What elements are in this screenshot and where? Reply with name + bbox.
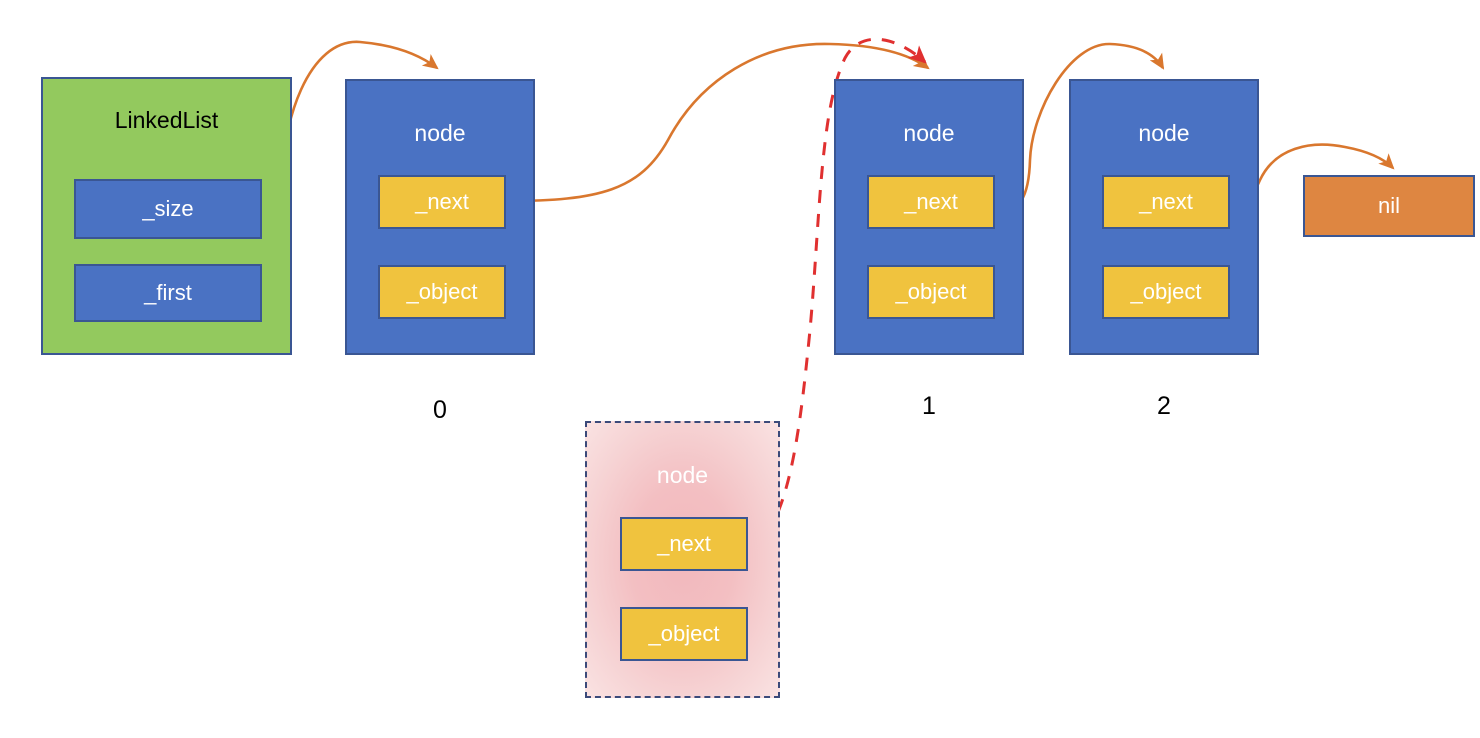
- node-1-field-object: _object: [867, 265, 995, 319]
- new-node-field-next: _next: [620, 517, 748, 571]
- node-box-1: node _next _object: [834, 79, 1024, 355]
- node-1-field-next-label: _next: [904, 189, 958, 214]
- node-box-2: node _next _object: [1069, 79, 1259, 355]
- node-2-field-next: _next: [1102, 175, 1230, 229]
- node-box-0: node _next _object: [345, 79, 535, 355]
- node-2-field-object: _object: [1102, 265, 1230, 319]
- linkedlist-field-size-label: _size: [142, 196, 194, 221]
- node-1-title: node: [903, 120, 955, 146]
- node-1-index-label: 1: [922, 392, 936, 420]
- new-node-title: node: [656, 462, 709, 488]
- linkedlist-field-first-label: _first: [144, 280, 192, 305]
- node-2-title: node: [1138, 120, 1190, 146]
- linkedlist-field-first: _first: [74, 264, 262, 322]
- linkedlist-box: LinkedList _size _first: [41, 77, 292, 355]
- nil-label: nil: [1377, 193, 1400, 218]
- node-0-field-object-label: _object: [406, 279, 478, 304]
- node-1-field-next: _next: [867, 175, 995, 229]
- node-0-field-object: _object: [378, 265, 506, 319]
- node-2-field-next-label: _next: [1139, 189, 1193, 214]
- node-0-field-next: _next: [378, 175, 506, 229]
- new-node-field-next-label: _next: [657, 531, 711, 556]
- node-0-index-label: 0: [433, 396, 447, 424]
- node-0-title: node: [414, 120, 466, 146]
- linkedlist-title: LinkedList: [114, 107, 219, 133]
- linkedlist-field-size: _size: [74, 179, 262, 239]
- node-1-field-object-label: _object: [895, 279, 967, 304]
- node-2-field-object-label: _object: [1130, 279, 1202, 304]
- new-node-field-object: _object: [620, 607, 748, 661]
- new-node-field-object-label: _object: [648, 621, 720, 646]
- node-2-index-label: 2: [1157, 392, 1171, 420]
- new-node-box: node _next _object: [585, 421, 780, 698]
- nil-box: nil: [1303, 175, 1475, 237]
- node-0-field-next-label: _next: [415, 189, 469, 214]
